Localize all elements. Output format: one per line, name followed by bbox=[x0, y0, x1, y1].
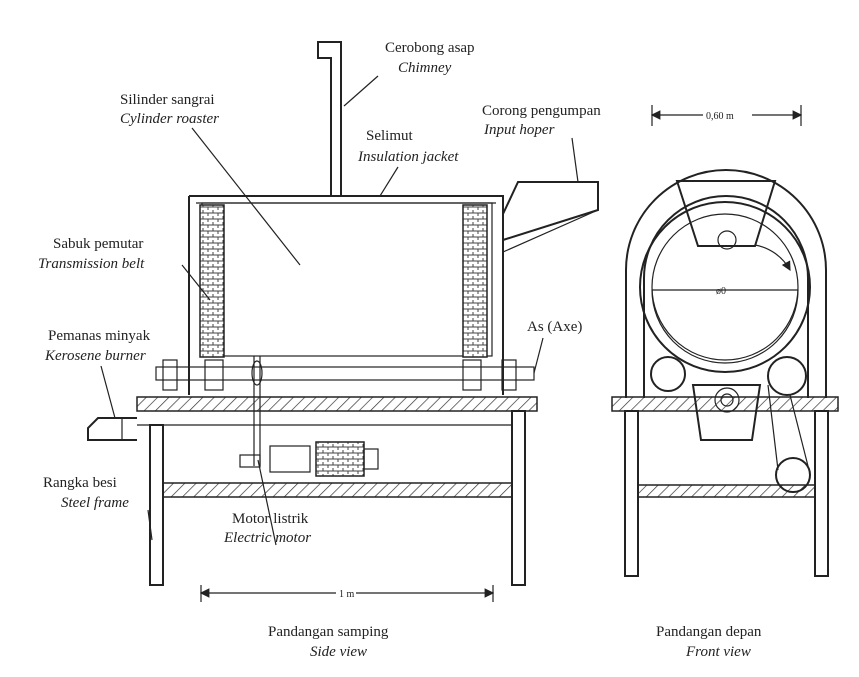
front-hopper bbox=[675, 180, 777, 247]
jacket-label: Selimut bbox=[366, 128, 414, 144]
chimney bbox=[317, 41, 342, 196]
transmission-belt-right bbox=[462, 204, 488, 358]
front-view bbox=[611, 105, 839, 577]
belt-label-en: Transmission belt bbox=[38, 256, 145, 272]
frame-label-en: Steel frame bbox=[61, 495, 129, 511]
transmission-belt-left bbox=[199, 204, 225, 358]
side-view-title: Pandangan samping bbox=[268, 624, 389, 640]
input-hopper bbox=[502, 181, 599, 241]
burner-label-en: Kerosene burner bbox=[44, 348, 146, 364]
side-dimension-label: 1 m bbox=[339, 589, 355, 600]
side-view-title-en: Side view bbox=[310, 644, 367, 660]
electric-motor bbox=[239, 441, 379, 477]
axe-label: As (Axe) bbox=[527, 319, 582, 335]
steel-frame-leg-right bbox=[511, 410, 526, 586]
chimney-label: Cerobong asap bbox=[385, 40, 475, 56]
motor-label-en: Electric motor bbox=[223, 530, 311, 546]
front-view-title: Pandangan depan bbox=[656, 624, 762, 640]
cylinder-label: Silinder sangrai bbox=[120, 92, 215, 108]
axle bbox=[155, 366, 535, 381]
front-dimension-label: 0,60 m bbox=[706, 111, 734, 122]
front-table bbox=[611, 396, 839, 412]
kerosene-burner bbox=[87, 417, 137, 441]
insulation-jacket bbox=[189, 195, 504, 395]
jacket-label-en: Insulation jacket bbox=[357, 149, 459, 165]
motor-label: Motor listrik bbox=[232, 511, 309, 527]
steel-frame-leg-left bbox=[149, 424, 164, 586]
frame-beam-top bbox=[136, 396, 538, 412]
hopper-label: Corong pengumpan bbox=[482, 103, 601, 119]
cylinder-label-en: Cylinder roaster bbox=[120, 111, 219, 127]
burner-label: Pemanas minyak bbox=[48, 328, 151, 344]
front-drum bbox=[639, 201, 811, 373]
hopper-label-en: Input hoper bbox=[483, 122, 555, 138]
labels: Cerobong asap Chimney Silinder sangrai C… bbox=[38, 40, 762, 660]
belt-label: Sabuk pemutar bbox=[53, 236, 143, 252]
cylinder-roaster bbox=[201, 202, 493, 357]
chimney-label-en: Chimney bbox=[398, 60, 452, 76]
front-view-title-en: Front view bbox=[685, 644, 751, 660]
drum-diameter-label: ø0 bbox=[716, 286, 726, 297]
frame-beam-lower bbox=[162, 482, 513, 498]
leader-lines bbox=[100, 75, 579, 546]
front-shell bbox=[625, 169, 827, 398]
side-view bbox=[87, 41, 599, 602]
frame-label: Rangka besi bbox=[43, 475, 117, 491]
